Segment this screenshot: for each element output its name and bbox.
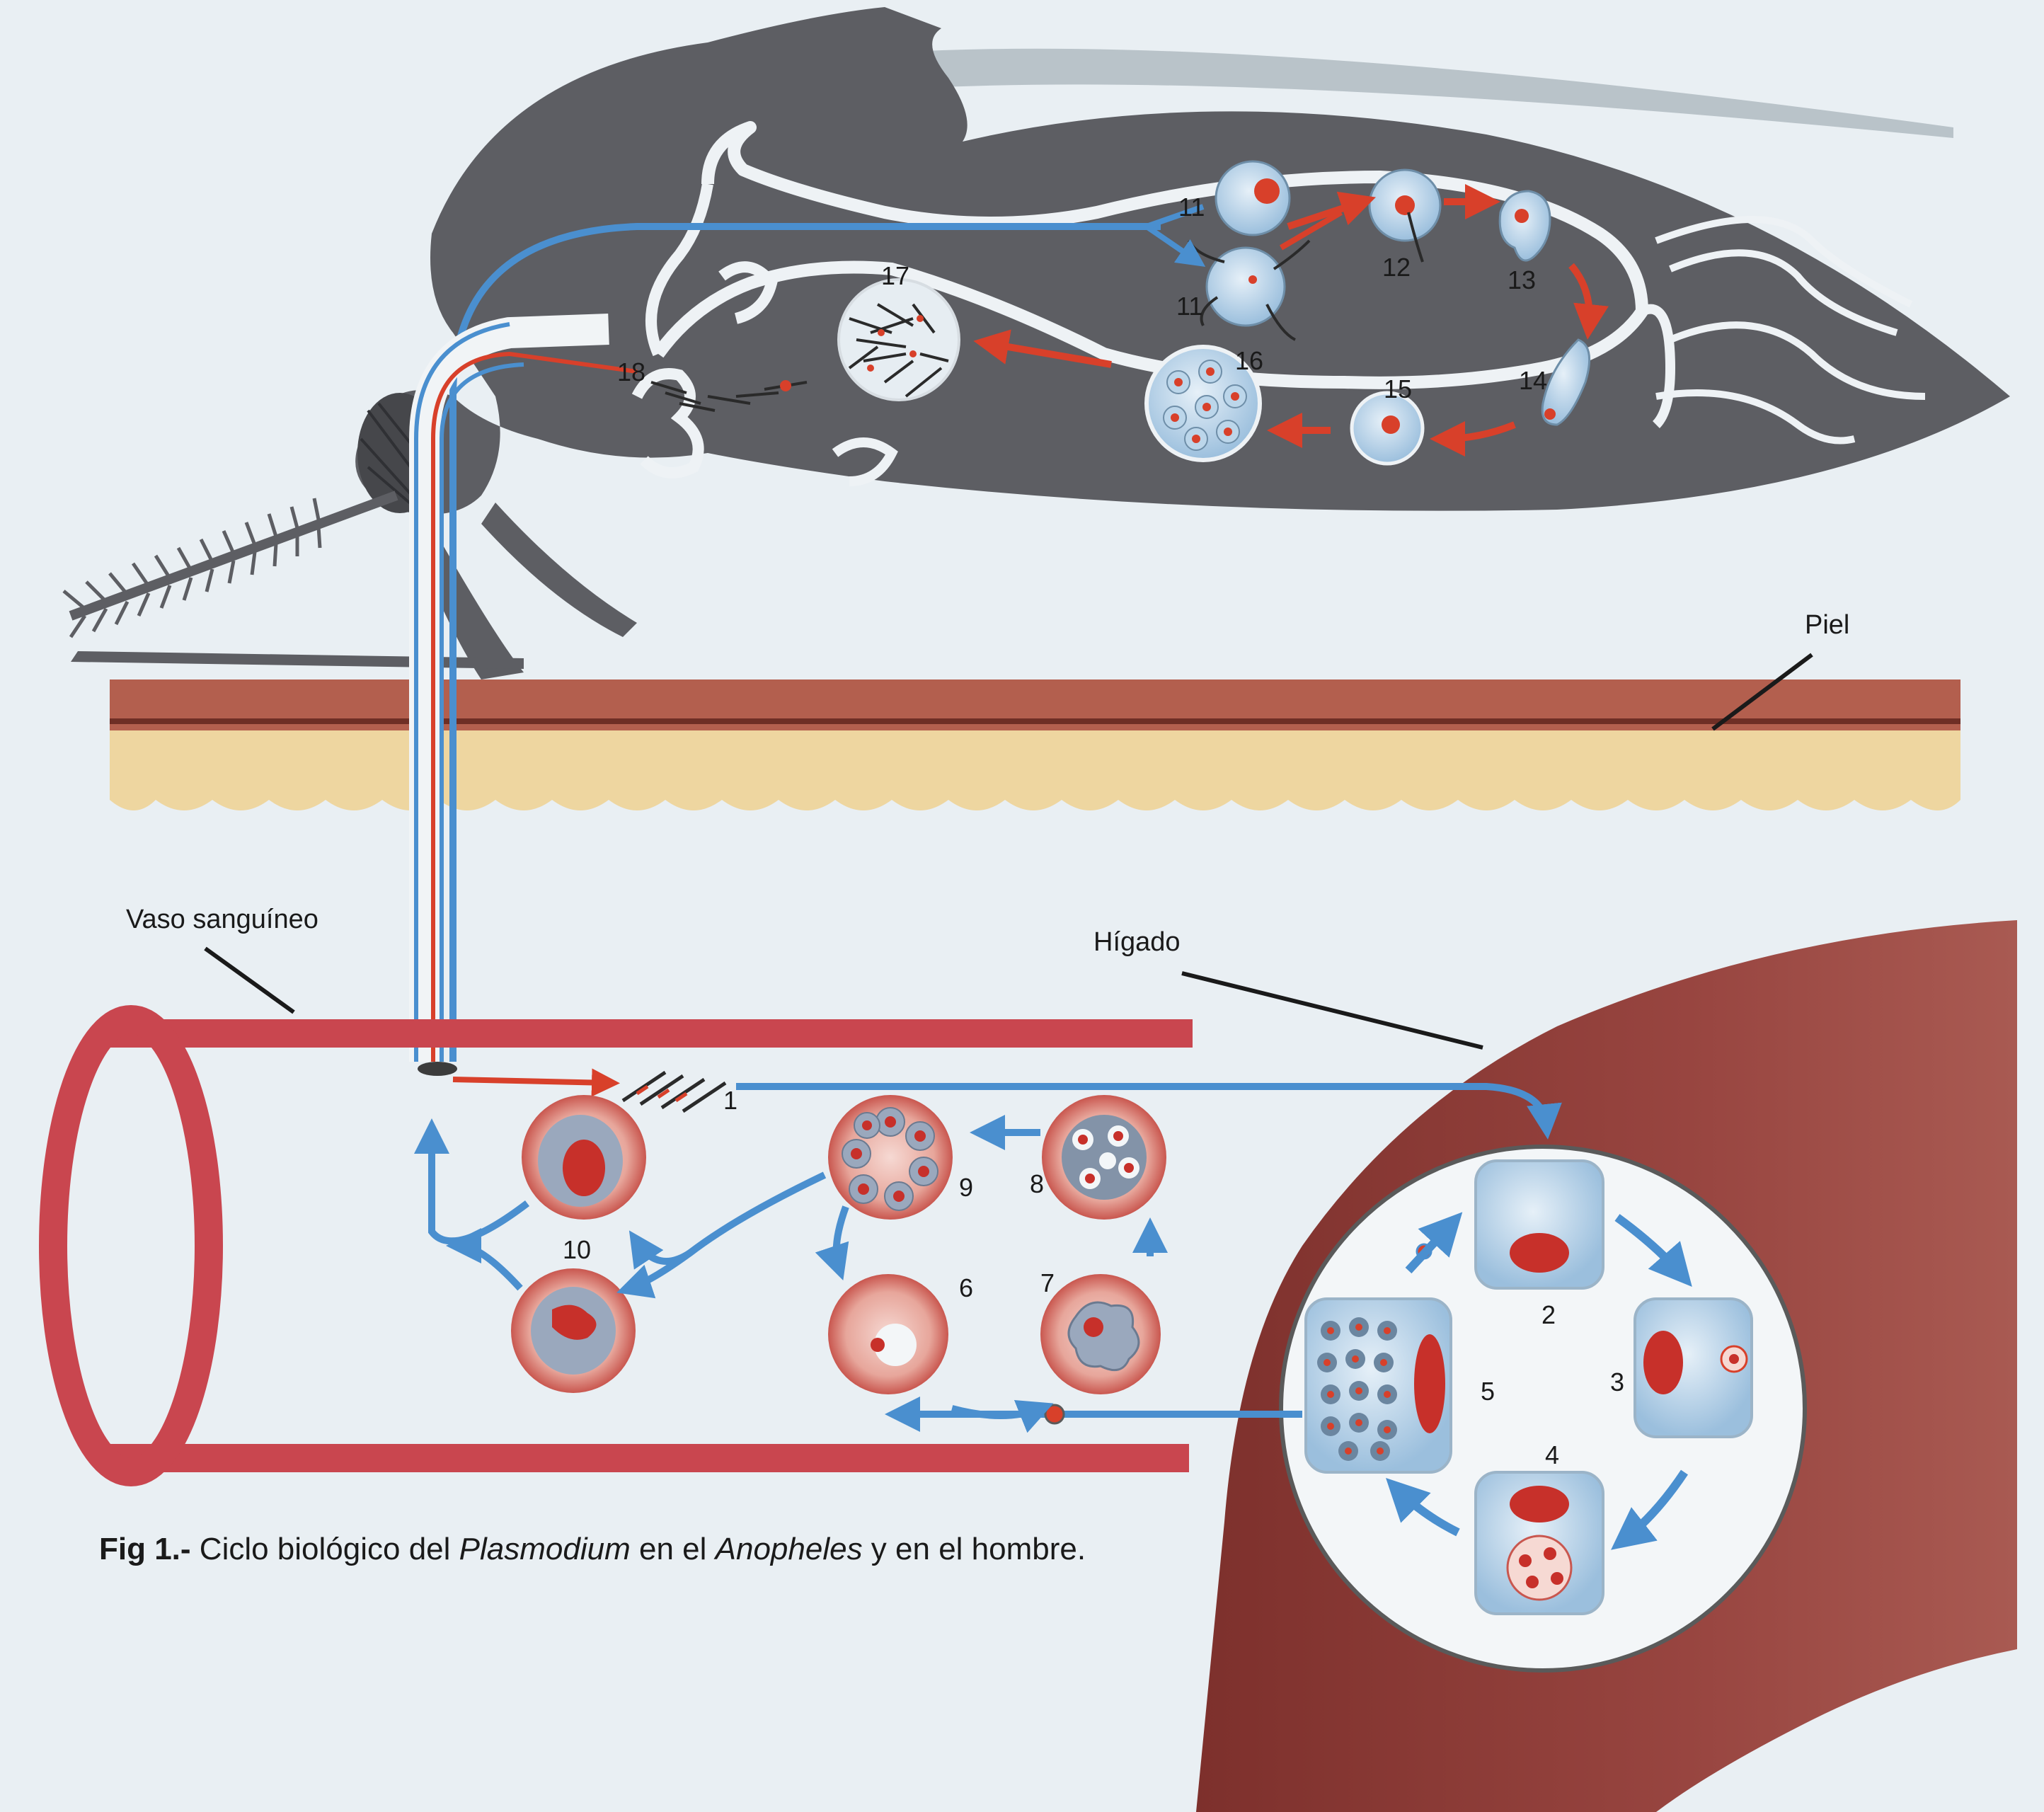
stage-number-15: 15 xyxy=(1384,377,1412,402)
stage-number-12: 12 xyxy=(1382,255,1411,280)
stage-number-8: 8 xyxy=(1030,1171,1044,1197)
caption-text-2: en el xyxy=(631,1532,716,1566)
stage-number-1: 1 xyxy=(723,1088,737,1113)
stage-number-4: 4 xyxy=(1545,1443,1559,1468)
label-vaso-sanguineo: Vaso sanguíneo xyxy=(126,905,318,935)
caption-genus-anopheles: Anopheles xyxy=(716,1532,863,1566)
stage-number-6: 6 xyxy=(959,1275,973,1301)
caption-prefix: Fig 1.- xyxy=(99,1532,191,1566)
caption-genus-plasmodium: Plasmodium xyxy=(459,1532,631,1566)
mosquito xyxy=(64,7,2010,680)
stage-number-18: 18 xyxy=(617,360,645,385)
stage-number-13: 13 xyxy=(1508,268,1536,293)
stage-number-9: 9 xyxy=(959,1175,973,1200)
stage-number-17: 17 xyxy=(881,263,909,289)
skin-layer xyxy=(110,680,1960,810)
stage-number-2: 2 xyxy=(1541,1302,1556,1328)
label-piel: Piel xyxy=(1805,610,1849,641)
caption-text-3: y en el hombre. xyxy=(863,1532,1086,1566)
stage-number-10: 10 xyxy=(563,1237,591,1263)
stage-11-macrogamete xyxy=(1216,161,1290,235)
stage-number-3: 3 xyxy=(1610,1370,1624,1395)
stage-number-5: 5 xyxy=(1481,1379,1495,1404)
stage-number-14: 14 xyxy=(1519,368,1547,394)
caption-text-1: Ciclo biológico del xyxy=(191,1532,459,1566)
stage-number-11-bottom: 11 xyxy=(1176,294,1202,319)
stage-number-7: 7 xyxy=(1040,1271,1055,1296)
liver xyxy=(1196,920,2017,1812)
figure-caption: Fig 1.- Ciclo biológico del Plasmodium e… xyxy=(99,1529,1090,1570)
label-higado: Hígado xyxy=(1093,927,1181,958)
stage-number-11-top: 11 xyxy=(1178,195,1205,220)
stage-number-16: 16 xyxy=(1235,348,1263,374)
